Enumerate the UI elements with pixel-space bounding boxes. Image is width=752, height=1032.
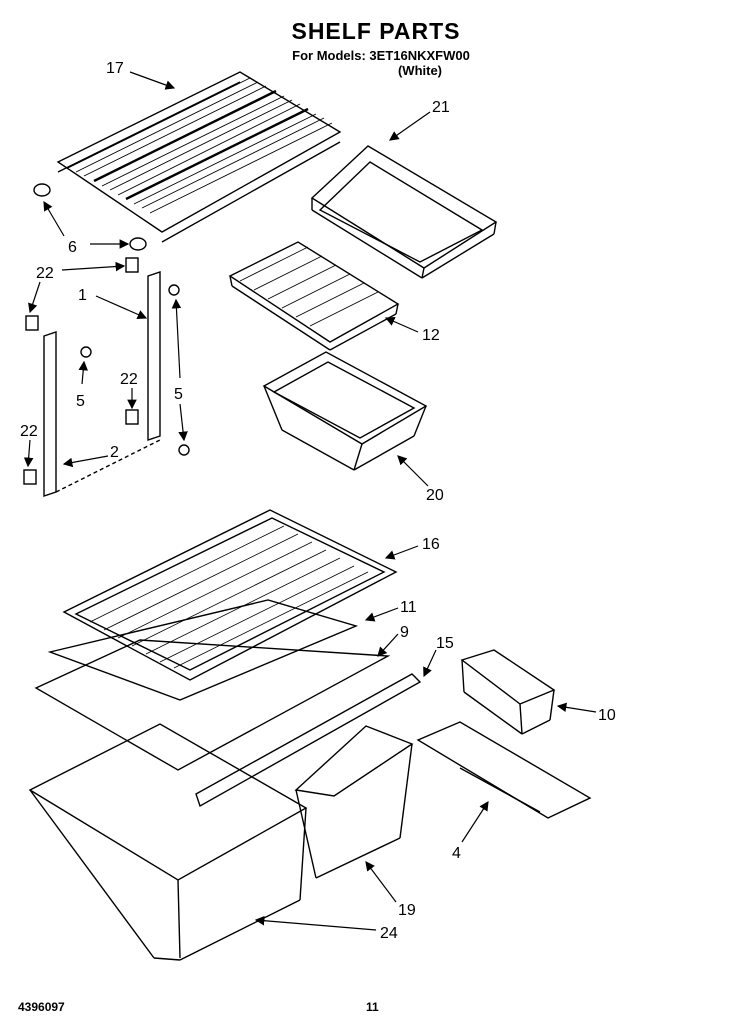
model-line: For Models: 3ET16NKXFW00	[292, 48, 470, 63]
callout-16: 16	[422, 536, 440, 553]
trim-part-15	[195, 673, 422, 808]
callout-11: 11	[400, 599, 417, 616]
callout-22: 22	[36, 265, 54, 282]
callout-5: 5	[174, 386, 183, 403]
callout-24: 24	[380, 925, 398, 942]
shelf-rail-part-1	[147, 271, 161, 441]
color-note: (White)	[397, 63, 443, 78]
bracket-part-22	[23, 257, 139, 485]
document-part-number: 4396097	[18, 1000, 65, 1014]
callout-20: 20	[426, 487, 444, 504]
shelf-rail-part-2	[43, 331, 161, 497]
callout-19: 19	[398, 902, 416, 919]
callout-2: 2	[110, 444, 119, 461]
crisper-frame-part-9	[34, 639, 391, 771]
crisper-pan-part-24	[28, 723, 308, 961]
callout-1: 1	[78, 287, 87, 304]
page-number: 11	[366, 1000, 379, 1014]
callout-15: 15	[436, 635, 454, 652]
wire-shelf-part-16	[62, 509, 398, 681]
callout-17: 17	[106, 60, 124, 77]
callout-6: 6	[68, 239, 77, 256]
callout-4: 4	[452, 845, 461, 862]
crisper-cover-part-12	[228, 241, 400, 351]
callout-10: 10	[598, 707, 616, 724]
crisper-cover-part-11	[47, 599, 359, 701]
leader-lines	[23, 71, 597, 931]
page-title: SHELF PARTS	[291, 18, 461, 44]
callout-labels: 17 21 6 22 1 12 5 22 5 22 2 20 16 11 9 1…	[20, 60, 616, 942]
control-housing-part-4	[416, 721, 592, 819]
pan-part-20	[262, 351, 428, 471]
callout-9: 9	[400, 624, 409, 641]
bin-part-10	[460, 649, 556, 735]
wire-shelf-part-17	[56, 71, 342, 243]
callout-22: 22	[120, 371, 138, 388]
crisper-pan-part-19	[294, 725, 414, 879]
bin-part-21	[310, 145, 498, 279]
callout-5: 5	[76, 393, 85, 410]
callout-21: 21	[432, 99, 450, 116]
callout-22: 22	[20, 423, 38, 440]
callout-12: 12	[422, 327, 440, 344]
screw-part-5	[80, 284, 190, 456]
end-cap-part-6	[33, 183, 147, 251]
